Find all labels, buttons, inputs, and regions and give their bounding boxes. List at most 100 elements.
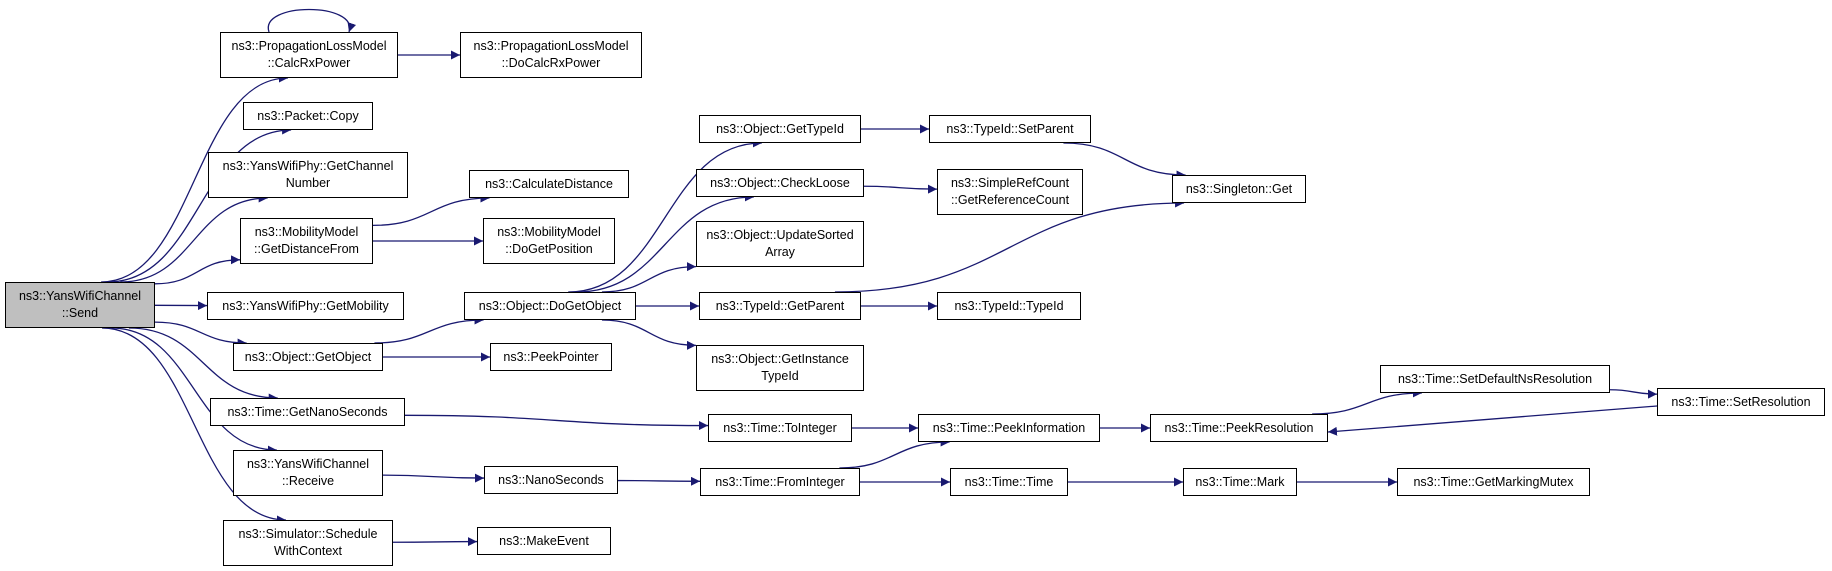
node-label-line: ns3::SimpleRefCount xyxy=(950,176,1070,190)
node-label-line: ns3::YansWifiChannel xyxy=(246,457,370,471)
node-calcrx[interactable]: ns3::PropagationLossModel::CalcRxPower xyxy=(220,32,398,78)
node-label-line: ns3::PropagationLossModel xyxy=(473,39,629,53)
edge-receive-to-nanoseconds xyxy=(382,473,485,483)
edge-dogetobject-to-updatesorted xyxy=(601,262,697,293)
node-dogetpos[interactable]: ns3::MobilityModel::DoGetPosition xyxy=(483,218,615,264)
node-tointeger[interactable]: ns3::Time::ToInteger xyxy=(708,414,852,442)
edge-send-to-calcrx xyxy=(101,73,288,283)
node-label-line: Number xyxy=(285,176,331,190)
edge-setparent-to-singletonget xyxy=(1063,142,1186,180)
node-dogetobject[interactable]: ns3::Object::DoGetObject xyxy=(464,292,636,320)
edge-send-to-getobject xyxy=(154,321,247,348)
node-label-line: ns3::Time::FromInteger xyxy=(715,474,845,489)
node-label-line: ns3::Object::GetTypeId xyxy=(716,121,844,136)
node-packetcopy[interactable]: ns3::Packet::Copy xyxy=(243,102,373,130)
node-label-line: ::DoCalcRxPower xyxy=(501,56,601,70)
node-label-line: ns3::MobilityModel xyxy=(497,225,601,239)
edge-getobject-to-dogetobject xyxy=(374,315,484,344)
edge-setresolution-to-peekresolution xyxy=(1327,405,1658,436)
node-timetime[interactable]: ns3::Time::Time xyxy=(950,468,1068,496)
node-label-line: ns3::MobilityModel xyxy=(254,225,359,239)
node-label-line: ns3::TypeId::SetParent xyxy=(946,121,1074,136)
node-label-line: ns3::TypeId::TypeId xyxy=(954,298,1064,313)
node-frominteger[interactable]: ns3::Time::FromInteger xyxy=(700,468,860,496)
node-singletonget[interactable]: ns3::Singleton::Get xyxy=(1172,175,1306,203)
node-label-line: WithContext xyxy=(273,544,343,558)
node-label-line: ns3::Time::Time xyxy=(964,474,1054,489)
node-makeevent[interactable]: ns3::MakeEvent xyxy=(477,527,611,555)
node-timemark[interactable]: ns3::Time::Mark xyxy=(1183,468,1297,496)
node-getnanoseconds[interactable]: ns3::Time::GetNanoSeconds xyxy=(210,398,405,426)
node-setparent[interactable]: ns3::TypeId::SetParent xyxy=(929,115,1091,143)
edge-send-to-getnanoseconds xyxy=(128,327,278,403)
node-receive[interactable]: ns3::YansWifiChannel::Receive xyxy=(233,450,383,496)
edge-send-to-getchannel xyxy=(120,193,268,283)
node-label-line: ns3::Simulator::Schedule xyxy=(238,527,378,541)
node-label-line: ns3::MakeEvent xyxy=(499,533,589,548)
node-label-line: ::GetReferenceCount xyxy=(950,193,1070,207)
edge-frominteger-to-peekinformation xyxy=(839,437,950,469)
edge-send-to-getdistfrom xyxy=(154,255,241,285)
node-label-line: ns3::Object::CheckLoose xyxy=(710,175,850,190)
node-label-line: ns3::Time::SetDefaultNsResolution xyxy=(1397,371,1593,386)
node-label-line: ns3::YansWifiPhy::GetMobility xyxy=(222,298,389,313)
node-label-line: ns3::YansWifiPhy::GetChannel xyxy=(222,159,394,173)
node-label-line: ns3::YansWifiChannel xyxy=(18,289,142,303)
node-label-line: ns3::Time::SetResolution xyxy=(1671,394,1811,409)
node-setdefaultns[interactable]: ns3::Time::SetDefaultNsResolution xyxy=(1380,365,1610,393)
node-getparent[interactable]: ns3::TypeId::GetParent xyxy=(699,292,861,320)
node-label-line: ns3::Time::PeekInformation xyxy=(932,420,1086,435)
node-label-line: ns3::NanoSeconds xyxy=(498,472,604,487)
node-label-line: ns3::Singleton::Get xyxy=(1185,181,1293,196)
edge-send-to-schedulewithcontext xyxy=(102,327,286,525)
node-peekresolution[interactable]: ns3::Time::PeekResolution xyxy=(1150,414,1328,442)
node-label-line: ::Send xyxy=(61,306,99,320)
node-label-line: ns3::Time::Mark xyxy=(1195,474,1285,489)
node-label-line: ::CalcRxPower xyxy=(267,56,351,70)
node-label-line: ns3::Object::DoGetObject xyxy=(478,298,622,313)
edge-send-to-receive xyxy=(111,327,277,455)
node-send[interactable]: ns3::YansWifiChannel::Send xyxy=(5,282,155,328)
node-getobject[interactable]: ns3::Object::GetObject xyxy=(233,343,383,371)
edge-dogetobject-to-checkloose xyxy=(576,192,754,293)
edge-peekresolution-to-setdefaultns xyxy=(1312,388,1422,415)
node-label-line: ::Receive xyxy=(281,474,335,488)
edge-calcrx-to-calcrx xyxy=(267,8,357,33)
node-docalcrx[interactable]: ns3::PropagationLossModel::DoCalcRxPower xyxy=(460,32,642,78)
node-checkloose[interactable]: ns3::Object::CheckLoose xyxy=(696,169,864,197)
edge-schedulewithcontext-to-makeevent xyxy=(392,537,478,547)
edge-dogetobject-to-getinstance xyxy=(601,319,697,350)
node-label-line: ns3::Object::GetObject xyxy=(244,349,372,364)
edge-setdefaultns-to-setresolution xyxy=(1609,389,1658,399)
node-objgettypeid[interactable]: ns3::Object::GetTypeId xyxy=(699,115,861,143)
node-label-line: ns3::CalculateDistance xyxy=(485,176,613,191)
node-label-line: ns3::Packet::Copy xyxy=(257,108,359,123)
node-setresolution[interactable]: ns3::Time::SetResolution xyxy=(1657,388,1825,416)
edge-getdistfrom-to-calcdist xyxy=(372,193,490,227)
node-peekinformation[interactable]: ns3::Time::PeekInformation xyxy=(918,414,1100,442)
node-simplerefcount[interactable]: ns3::SimpleRefCount::GetReferenceCount xyxy=(937,169,1083,215)
node-typeidtypeid[interactable]: ns3::TypeId::TypeId xyxy=(937,292,1081,320)
node-label-line: ::GetDistanceFrom xyxy=(254,242,359,256)
node-label-line: Array xyxy=(765,245,795,259)
node-getmobility[interactable]: ns3::YansWifiPhy::GetMobility xyxy=(207,292,404,320)
node-getdistfrom[interactable]: ns3::MobilityModel::GetDistanceFrom xyxy=(240,218,373,264)
node-getmarkingmutex[interactable]: ns3::Time::GetMarkingMutex xyxy=(1397,468,1590,496)
node-nanoseconds[interactable]: ns3::NanoSeconds xyxy=(484,466,618,494)
node-label-line: ns3::Time::PeekResolution xyxy=(1164,420,1314,435)
node-label-line: ns3::Object::GetInstance xyxy=(711,352,849,366)
edge-checkloose-to-simplerefcount xyxy=(863,184,938,194)
node-calcdist[interactable]: ns3::CalculateDistance xyxy=(469,170,629,198)
node-label-line: ns3::Time::GetNanoSeconds xyxy=(227,404,388,419)
node-label-line: ns3::TypeId::GetParent xyxy=(715,298,845,313)
node-peekpointer[interactable]: ns3::PeekPointer xyxy=(490,343,612,371)
node-label-line: ::DoGetPosition xyxy=(505,242,593,256)
edge-nanoseconds-to-frominteger xyxy=(617,476,701,486)
edge-send-to-packetcopy xyxy=(107,125,292,283)
